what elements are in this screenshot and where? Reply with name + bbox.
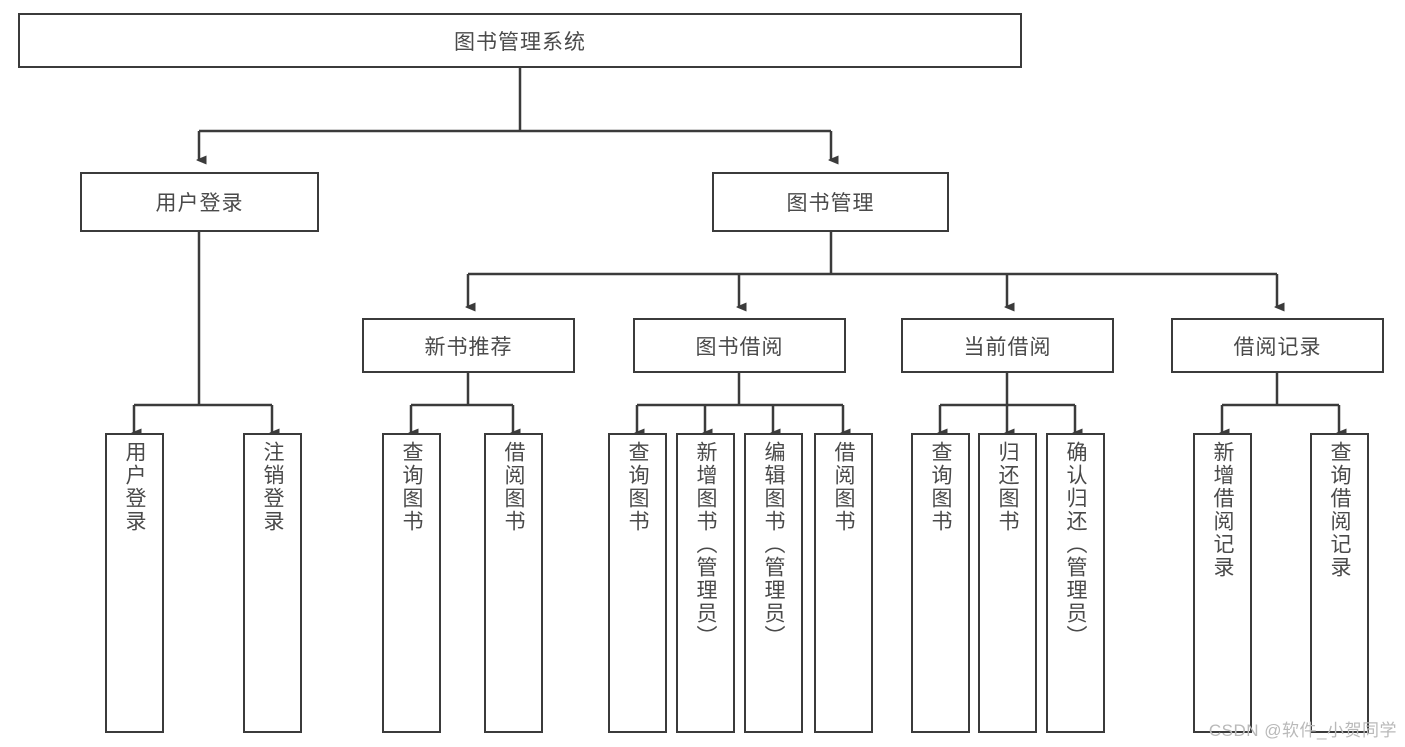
- leaf-query-book-3-label: 查询图书: [929, 441, 952, 533]
- node-borrow-record[interactable]: 借阅记录: [1171, 318, 1384, 373]
- leaf-logout-login-label: 注销登录: [261, 441, 284, 533]
- node-current-borrow[interactable]: 当前借阅: [901, 318, 1114, 373]
- leaf-add-record[interactable]: 新增借阅记录: [1193, 433, 1252, 733]
- leaf-query-book-1-label: 查询图书: [400, 441, 423, 533]
- leaf-query-book-2-label: 查询图书: [626, 441, 649, 533]
- leaf-query-record[interactable]: 查询借阅记录: [1310, 433, 1369, 733]
- leaf-borrow-book-2[interactable]: 借阅图书: [814, 433, 873, 733]
- leaf-borrow-book-2-label: 借阅图书: [832, 441, 855, 533]
- node-root[interactable]: 图书管理系统: [18, 13, 1022, 68]
- leaf-confirm-return-label: 确认归还（管理员）: [1064, 441, 1087, 648]
- leaf-return-book[interactable]: 归还图书: [978, 433, 1037, 733]
- leaf-query-record-label: 查询借阅记录: [1328, 441, 1351, 579]
- node-borrow-record-label: 借阅记录: [1233, 335, 1322, 359]
- leaf-borrow-book-1[interactable]: 借阅图书: [484, 433, 543, 733]
- leaf-add-book[interactable]: 新增图书（管理员）: [676, 433, 735, 733]
- node-book-manage[interactable]: 图书管理: [712, 172, 949, 232]
- node-current-borrow-label: 当前借阅: [963, 335, 1052, 359]
- leaf-logout-login[interactable]: 注销登录: [243, 433, 302, 733]
- leaf-add-record-label: 新增借阅记录: [1211, 441, 1234, 579]
- node-user-login[interactable]: 用户登录: [80, 172, 319, 232]
- leaf-user-login-label: 用户登录: [123, 441, 146, 533]
- leaf-return-book-label: 归还图书: [996, 441, 1019, 533]
- csdn-watermark: CSDN @软件_小贺同学: [1208, 721, 1397, 740]
- leaf-query-book-3[interactable]: 查询图书: [911, 433, 970, 733]
- node-book-borrow[interactable]: 图书借阅: [633, 318, 846, 373]
- node-new-book-recommend[interactable]: 新书推荐: [362, 318, 575, 373]
- leaf-query-book-1[interactable]: 查询图书: [382, 433, 441, 733]
- leaf-user-login[interactable]: 用户登录: [105, 433, 164, 733]
- leaf-borrow-book-1-label: 借阅图书: [502, 441, 525, 533]
- leaf-add-book-label: 新增图书（管理员）: [694, 441, 717, 648]
- node-book-borrow-label: 图书借阅: [695, 335, 784, 359]
- leaf-edit-book[interactable]: 编辑图书（管理员）: [744, 433, 803, 733]
- node-new-book-recommend-label: 新书推荐: [424, 335, 513, 359]
- node-root-label: 图书管理系统: [454, 30, 586, 54]
- node-user-login-label: 用户登录: [155, 192, 244, 215]
- leaf-edit-book-label: 编辑图书（管理员）: [762, 441, 785, 648]
- leaf-query-book-2[interactable]: 查询图书: [608, 433, 667, 733]
- leaf-confirm-return[interactable]: 确认归还（管理员）: [1046, 433, 1105, 733]
- node-book-manage-label: 图书管理: [786, 192, 875, 215]
